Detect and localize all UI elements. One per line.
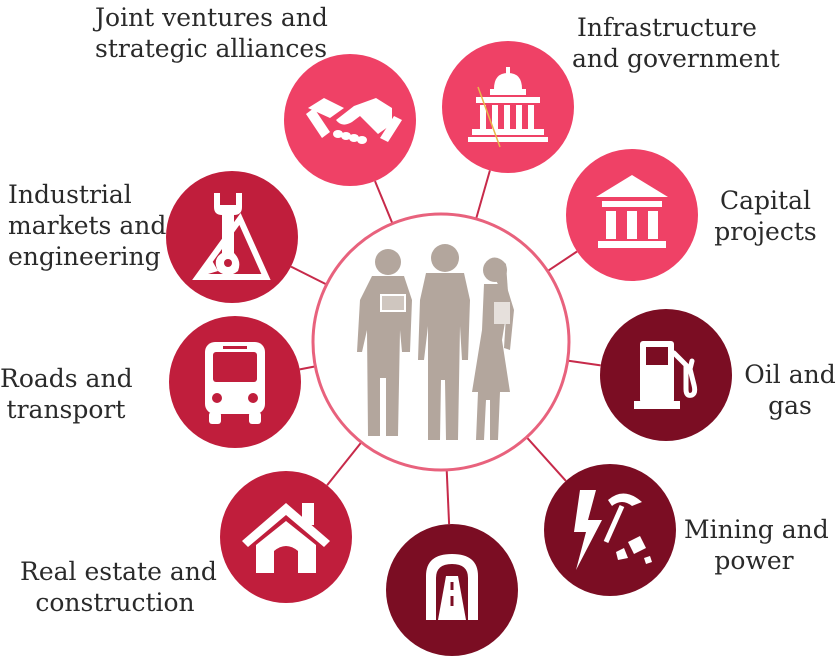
label-line: power (714, 546, 794, 575)
fuel-pump-icon (634, 341, 698, 409)
connector-mining-power (525, 436, 567, 482)
connector-industrial (290, 265, 328, 286)
sector-nodes (166, 41, 732, 656)
node-roads-transport (169, 316, 301, 448)
label-line: markets and (8, 211, 167, 240)
label-line: gas (768, 391, 812, 420)
node-joint-ventures (284, 54, 416, 186)
node-oil-gas (600, 309, 732, 441)
node-capital-projects (566, 149, 698, 281)
label-line: construction (35, 588, 195, 617)
connector-roads-transport (299, 365, 316, 371)
business-people-silhouette (357, 244, 514, 440)
node-tunnel (386, 524, 518, 656)
node-infrastructure (442, 41, 574, 173)
wrench-ruler-icon (192, 193, 271, 280)
pickaxe-lightning-icon (574, 490, 652, 570)
label-line: Mining and (684, 515, 829, 544)
label-line: and government (572, 44, 780, 73)
label-line: Real estate and (20, 557, 217, 586)
house-icon (242, 503, 330, 573)
node-mining-power (544, 464, 676, 596)
connector-oil-gas (567, 359, 601, 367)
handshake-icon (306, 98, 402, 144)
connector-tunnel (445, 469, 451, 525)
connector-joint-ventures (374, 180, 394, 224)
label-line: Roads and (0, 364, 133, 393)
bank-building-icon (596, 175, 668, 248)
tunnel-road-icon (426, 554, 478, 620)
connector-real-estate (326, 441, 363, 486)
label-line: Infrastructure (577, 13, 757, 42)
label-line: Joint ventures and (95, 3, 328, 32)
capitol-building-icon (468, 67, 548, 148)
label-line: strategic alliances (95, 34, 328, 63)
label-line: transport (6, 395, 126, 424)
hub (311, 212, 571, 472)
node-real-estate (220, 471, 352, 603)
label-line: Oil and (744, 360, 836, 389)
node-industrial (166, 171, 298, 303)
label-line: Capital (720, 186, 811, 215)
label-line: Industrial (8, 180, 132, 209)
connector-lines (290, 170, 601, 525)
connector-capital-projects (547, 250, 578, 272)
bus-icon (205, 342, 265, 424)
label-line: engineering (8, 242, 161, 271)
label-line: projects (714, 217, 817, 246)
connector-infrastructure (475, 170, 491, 220)
